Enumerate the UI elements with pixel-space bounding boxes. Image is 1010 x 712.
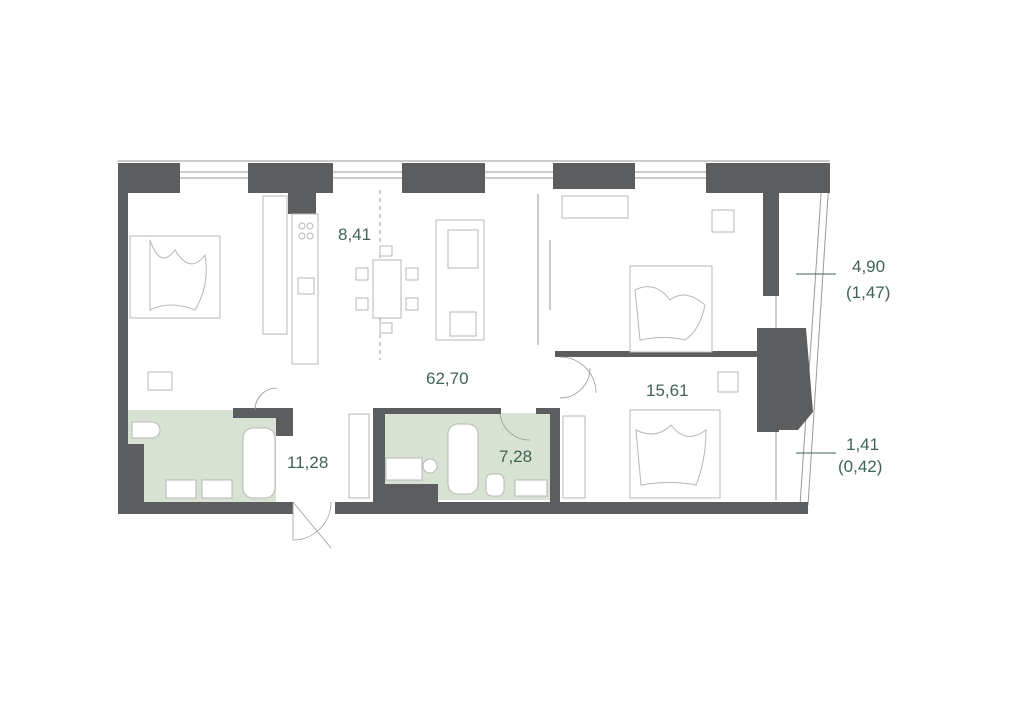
wardrobe-right-icon [561, 195, 629, 219]
windows [118, 160, 830, 506]
balcony-lower-reduced: (0,42) [838, 457, 882, 476]
wall-bath-left-top [233, 408, 293, 418]
wall-bedroom-right [763, 190, 779, 296]
wall-left [118, 172, 128, 514]
balcony-upper-area: 4,90 [852, 257, 885, 276]
wall-bedroom-divider [555, 351, 763, 357]
bed-right-top-blanket [634, 286, 706, 341]
wardrobe-hall-icon [348, 413, 370, 499]
wall-bath-center-base [380, 484, 438, 502]
pillar-1 [118, 163, 180, 193]
balcony-lower-area: 1,41 [846, 435, 879, 454]
wall-bath-center-top [373, 408, 501, 414]
shaft [288, 190, 316, 214]
doors [254, 190, 597, 549]
toilet-center-icon [485, 473, 505, 497]
bedroom-area: 15,61 [646, 381, 689, 400]
bed-right-bottom-blanket [635, 424, 707, 486]
wall-bath-left-inner [128, 444, 144, 502]
wall-bath-left-side [276, 408, 293, 436]
bath-door-icon [499, 413, 531, 441]
pillar-3 [402, 163, 485, 193]
pillar-2 [248, 163, 333, 193]
bath-left-door-icon [254, 387, 278, 411]
living-door-icon [559, 367, 591, 399]
wardrobe-left-icon [262, 195, 288, 335]
living-area: 62,70 [426, 369, 469, 388]
wardrobe-bottom-icon [562, 415, 586, 499]
dining-table-icon [372, 259, 402, 319]
wall-bath-center-left [373, 408, 385, 502]
pillar-7 [779, 328, 813, 430]
entrance-door-icon [292, 501, 332, 541]
wall-bath-center-corner [536, 408, 560, 414]
chair-left-icon [147, 371, 173, 391]
wall-bottom-right [335, 502, 808, 514]
pillar-5 [706, 163, 830, 193]
wall-bottom-left [118, 502, 293, 514]
walls [118, 163, 830, 514]
bed-left-blanket [149, 239, 207, 311]
toilet-left-icon [131, 421, 161, 439]
bedroom-door-icon [559, 356, 597, 394]
bathtub-left-icon [242, 427, 276, 499]
wall-bath-center-right [550, 408, 560, 502]
pillar-4 [553, 163, 635, 189]
pillar-6 [757, 328, 779, 432]
hall-area: 11,28 [287, 453, 328, 472]
balcony-upper-reduced: (1,47) [846, 283, 890, 302]
bathroom-area: 7,28 [499, 447, 532, 466]
bathtub-center-icon [447, 423, 479, 495]
kitchen-area: 8,41 [338, 225, 371, 244]
furniture [129, 194, 739, 499]
